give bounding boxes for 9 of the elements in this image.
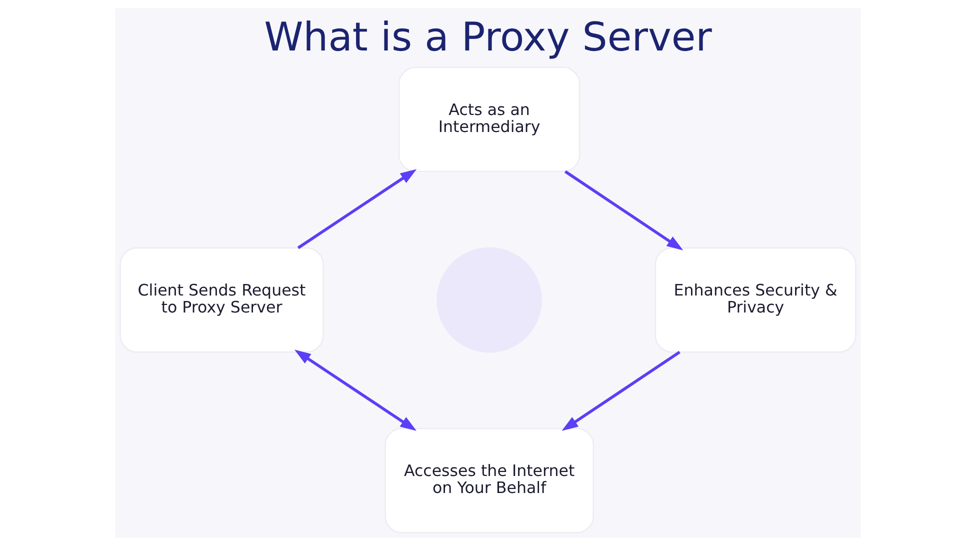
arrow <box>296 169 416 250</box>
node-box: Acts as an Intermediary <box>398 66 580 172</box>
arrow <box>561 350 680 431</box>
node-box: Enhances Security & Privacy <box>654 247 856 353</box>
arrow <box>294 350 416 431</box>
node-box: Client Sends Request to Proxy Server <box>119 247 324 353</box>
node-box: Accesses the Internet on Your Behalf <box>384 428 594 534</box>
diagram-title: What is a Proxy Server <box>264 14 712 60</box>
arrow <box>564 170 683 250</box>
